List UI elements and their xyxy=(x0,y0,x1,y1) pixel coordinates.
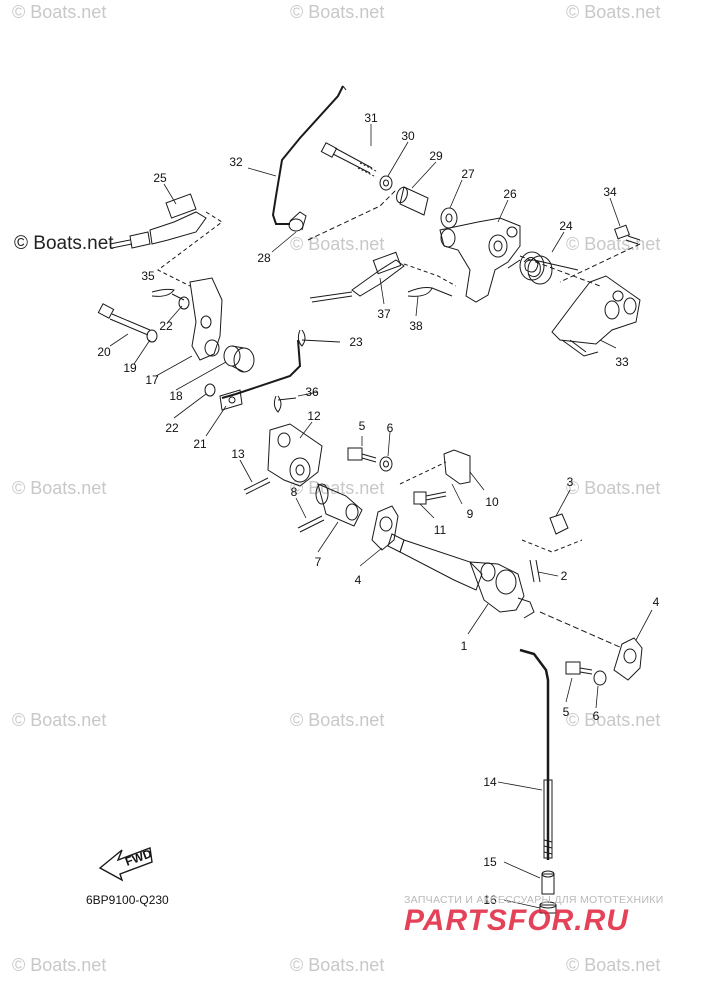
callout-10: 10 xyxy=(485,495,499,509)
callout-38: 38 xyxy=(409,319,423,333)
callout-27: 26 xyxy=(503,187,517,201)
callout-35: 31 xyxy=(364,111,378,125)
callout-1: 1 xyxy=(461,639,468,653)
callout-4-left: 4 xyxy=(355,573,362,587)
callout-7: 7 xyxy=(315,555,322,569)
callout-9: 9 xyxy=(467,507,474,521)
callout-23: 23 xyxy=(349,335,363,349)
callout-8: 8 xyxy=(291,485,298,499)
brand-tagline: ЗАПЧАСТИ И АКСЕССУАРЫ ДЛЯ МОТОТЕХНИКИ xyxy=(404,894,664,906)
parts-artwork xyxy=(97,85,643,914)
leader-lines xyxy=(109,124,653,909)
callout-11: 11 xyxy=(434,523,447,537)
callout-12: 12 xyxy=(307,409,321,423)
watermark: © Boats.net xyxy=(566,2,661,22)
watermark: © Boats.net xyxy=(290,2,385,22)
watermark-main: © Boats.net xyxy=(14,233,114,254)
watermark: © Boats.net xyxy=(12,710,107,730)
callout-3: 3 xyxy=(567,475,574,489)
callout-25: 25 xyxy=(153,171,167,185)
callout-18: 18 xyxy=(169,389,183,403)
brand-logo: PARTSFOR.RU xyxy=(404,904,629,937)
callout-labels: 31 30 29 27 26 32 28 25 24 34 33 37 38 3… xyxy=(97,111,659,907)
callout-30: 28 xyxy=(257,251,271,265)
watermark: © Boats.net xyxy=(12,955,107,975)
watermark: © Boats.net xyxy=(12,478,107,498)
callout-16: 16 xyxy=(483,893,497,907)
callout-21: 21 xyxy=(193,437,207,451)
callout-17: 17 xyxy=(145,373,159,387)
callout-37: 37 xyxy=(377,307,391,321)
callout-5-upper: 5 xyxy=(359,419,366,433)
callout-19: 19 xyxy=(123,361,137,375)
watermark: © Boats.net xyxy=(12,2,107,22)
callout-2: 2 xyxy=(561,569,568,583)
diagram-code: 6BP9100-Q230 xyxy=(86,893,169,907)
callout-4-right: 4 xyxy=(653,595,660,609)
callout-5-lower: 5 xyxy=(563,705,570,719)
callout-34: 30 xyxy=(401,129,415,143)
callout-36: 34 xyxy=(603,185,617,199)
watermark: © Boats.net xyxy=(290,234,385,254)
callout-6-lower: 6 xyxy=(593,709,600,723)
callout-24: 36 xyxy=(305,385,319,399)
callout-13: 13 xyxy=(231,447,245,461)
callout-20: 20 xyxy=(97,345,111,359)
callout-33: 33 xyxy=(615,355,629,369)
callout-22-lower: 22 xyxy=(165,421,179,435)
callout-22-upper: 22 xyxy=(159,319,173,333)
callout-14: 14 xyxy=(483,775,497,789)
watermark: © Boats.net xyxy=(566,955,661,975)
watermark: © Boats.net xyxy=(290,478,385,498)
callout-31: 29 xyxy=(429,149,443,163)
watermark: © Boats.net xyxy=(566,710,661,730)
watermark: © Boats.net xyxy=(566,478,661,498)
watermark: © Boats.net xyxy=(290,710,385,730)
callout-28: 24 xyxy=(559,219,573,233)
callout-26: 35 xyxy=(141,269,155,283)
callout-6-upper: 6 xyxy=(387,421,394,435)
callout-15: 15 xyxy=(483,855,497,869)
watermark: © Boats.net xyxy=(290,955,385,975)
callout-29: 27 xyxy=(461,167,475,181)
callout-32: 32 xyxy=(229,155,243,169)
